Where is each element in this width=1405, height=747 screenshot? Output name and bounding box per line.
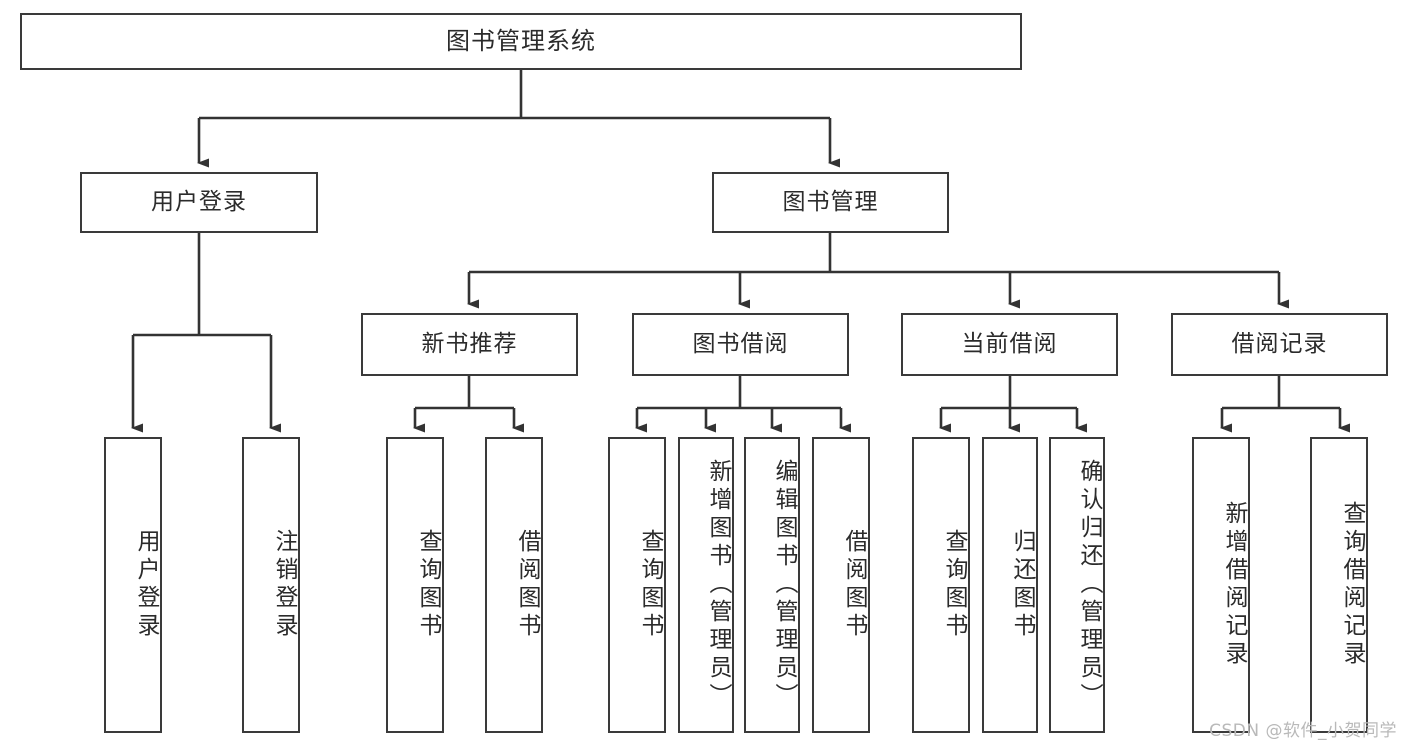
node-label: 用户登录 [133, 529, 159, 641]
node-label: 借阅图书 [841, 529, 867, 641]
leaf-confirm-return-admin[interactable]: 确认归还（管理员） [1049, 437, 1105, 733]
node-borrow-record[interactable]: 借阅记录 [1171, 313, 1388, 376]
leaf-query-borrow-record[interactable]: 查询借阅记录 [1310, 437, 1368, 733]
leaf-return-book[interactable]: 归还图书 [982, 437, 1038, 733]
node-label: 图书借阅 [692, 330, 789, 357]
node-user-login[interactable]: 用户登录 [80, 172, 318, 233]
node-book-management[interactable]: 图书管理 [712, 172, 949, 233]
leaf-borrow-book-recommend[interactable]: 借阅图书 [485, 437, 543, 733]
node-label: 新增图书（管理员） [705, 459, 731, 711]
leaf-query-book-recommend[interactable]: 查询图书 [386, 437, 444, 733]
node-label: 借阅图书 [514, 529, 540, 641]
leaf-add-borrow-record[interactable]: 新增借阅记录 [1192, 437, 1250, 733]
node-label: 借阅记录 [1231, 330, 1328, 357]
leaf-logout[interactable]: 注销登录 [242, 437, 300, 733]
leaf-borrow-book[interactable]: 借阅图书 [812, 437, 870, 733]
leaf-query-book-borrow[interactable]: 查询图书 [608, 437, 666, 733]
csdn-watermark: CSDN @软件_小贺同学 [1209, 721, 1397, 741]
leaf-add-book-admin[interactable]: 新增图书（管理员） [678, 437, 734, 733]
node-label: 查询图书 [941, 529, 967, 641]
node-book-borrow[interactable]: 图书借阅 [632, 313, 849, 376]
leaf-user-login[interactable]: 用户登录 [104, 437, 162, 733]
node-current-borrow[interactable]: 当前借阅 [901, 313, 1118, 376]
node-new-book-recommend[interactable]: 新书推荐 [361, 313, 578, 376]
node-label: 用户登录 [151, 188, 247, 215]
node-label: 新书推荐 [421, 330, 518, 357]
leaf-query-book-current[interactable]: 查询图书 [912, 437, 970, 733]
node-label: 图书管理 [782, 188, 879, 215]
node-label: 归还图书 [1009, 529, 1035, 641]
leaf-edit-book-admin[interactable]: 编辑图书（管理员） [744, 437, 800, 733]
node-label: 注销登录 [271, 529, 297, 641]
node-label: 查询图书 [637, 529, 663, 641]
node-root-book-management-system[interactable]: 图书管理系统 [20, 13, 1022, 70]
node-label: 查询图书 [415, 529, 441, 641]
node-label: 查询借阅记录 [1339, 501, 1365, 669]
node-label: 编辑图书（管理员） [771, 459, 797, 711]
node-label: 当前借阅 [961, 330, 1058, 357]
node-label: 图书管理系统 [446, 27, 596, 56]
node-label: 确认归还（管理员） [1076, 459, 1102, 711]
node-label: 新增借阅记录 [1221, 501, 1247, 669]
